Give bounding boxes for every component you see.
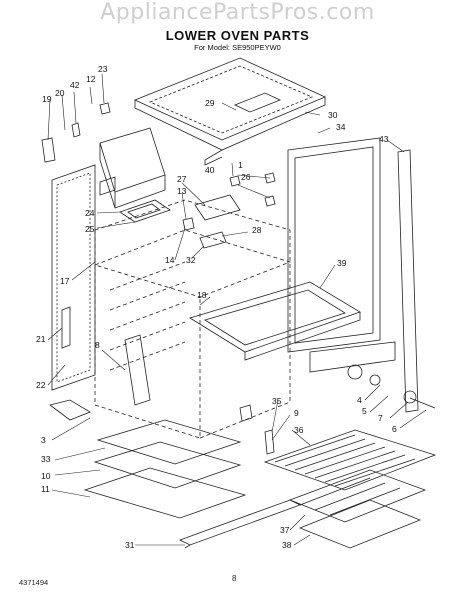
page-number: 8 xyxy=(232,574,237,583)
oven-tray xyxy=(189,281,361,361)
callout-31: 31 xyxy=(125,540,135,550)
callout-4: 4 xyxy=(357,395,362,405)
callout-42: 42 xyxy=(70,80,80,90)
callout-25: 25 xyxy=(85,224,95,234)
callout-39: 39 xyxy=(337,258,347,268)
callout-1: 1 xyxy=(238,160,243,170)
callout-6: 6 xyxy=(392,424,397,434)
callout-14: 14 xyxy=(165,255,175,265)
callout-37: 37 xyxy=(280,525,290,535)
small-parts xyxy=(41,102,276,455)
front-trim xyxy=(309,341,436,409)
callout-43: 43 xyxy=(379,134,389,144)
callout-34: 34 xyxy=(336,122,346,132)
oven-body xyxy=(93,199,292,439)
callout-36: 36 xyxy=(294,425,304,435)
callout-35: 35 xyxy=(272,396,282,406)
left-side-panel xyxy=(51,164,96,391)
callout-28: 28 xyxy=(252,225,262,235)
callout-19: 19 xyxy=(42,94,52,104)
callout-26: 26 xyxy=(241,172,251,182)
callout-23: 23 xyxy=(98,64,108,74)
callout-11: 11 xyxy=(41,484,50,494)
callout-10: 10 xyxy=(41,471,51,481)
diagram-title: LOWER OVEN PARTS xyxy=(165,28,310,43)
door-frame xyxy=(287,137,381,353)
callout-29: 29 xyxy=(205,98,215,108)
callout-38: 38 xyxy=(282,540,292,550)
callout-9: 9 xyxy=(294,408,299,418)
callout-27: 27 xyxy=(177,174,187,184)
callout-3: 3 xyxy=(41,435,46,445)
callout-22: 22 xyxy=(36,380,46,390)
callout-40: 40 xyxy=(205,165,215,175)
callout-12: 12 xyxy=(86,74,96,84)
leader-lines xyxy=(47,73,427,546)
callout-21: 21 xyxy=(36,334,46,344)
watermark: AppliancePartsPros.com xyxy=(100,0,375,25)
callout-24: 24 xyxy=(85,208,95,218)
gasket-strip xyxy=(397,149,419,413)
callout-5: 5 xyxy=(362,406,367,416)
oven-rack xyxy=(263,429,437,549)
model-subtitle: For Model: SE950PEYW0 xyxy=(194,43,281,52)
callout-18: 18 xyxy=(197,290,207,300)
callout-32: 32 xyxy=(186,255,196,265)
callout-33: 33 xyxy=(41,454,51,464)
oven-top-panel xyxy=(133,57,326,166)
vent-duct xyxy=(99,127,171,223)
callout-30: 30 xyxy=(328,110,338,120)
callout-20: 20 xyxy=(55,88,65,98)
callout-13: 13 xyxy=(177,186,187,196)
document-code: 4371494 xyxy=(19,578,49,587)
callout-7: 7 xyxy=(378,413,383,423)
callout-8: 8 xyxy=(95,340,100,350)
bottom-panels xyxy=(83,419,302,549)
callout-17: 17 xyxy=(60,276,70,286)
